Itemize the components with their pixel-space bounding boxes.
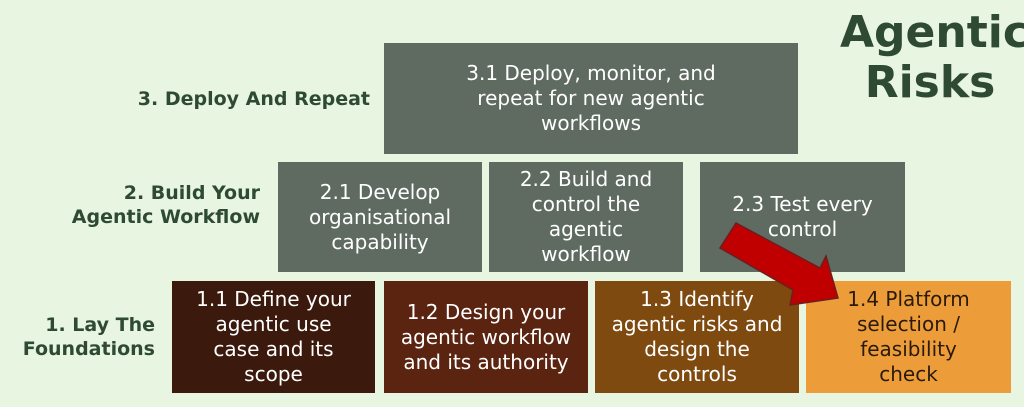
box-1-2: 1.2 Design your agentic workflow and its… [384, 281, 588, 393]
level-1-label: 1. Lay The Foundations [22, 314, 155, 360]
box-1-1: 1.1 Define your agentic use case and its… [172, 281, 375, 393]
page-title: Agentic Risks [840, 7, 1024, 108]
box-1-3: 1.3 Identify agentic risks and design th… [595, 281, 799, 393]
box-3-1: 3.1 Deploy, monitor, and repeat for new … [384, 43, 798, 154]
box-1-4: 1.4 Platform selection / feasibility che… [806, 281, 1011, 393]
box-2-1: 2.1 Develop organisational capability [278, 162, 482, 272]
box-2-2: 2.2 Build and control the agentic workfl… [489, 162, 683, 272]
level-3-label: 3. Deploy And Repeat [137, 88, 370, 110]
level-2-label: 2. Build Your Agentic Workflow [71, 182, 260, 228]
